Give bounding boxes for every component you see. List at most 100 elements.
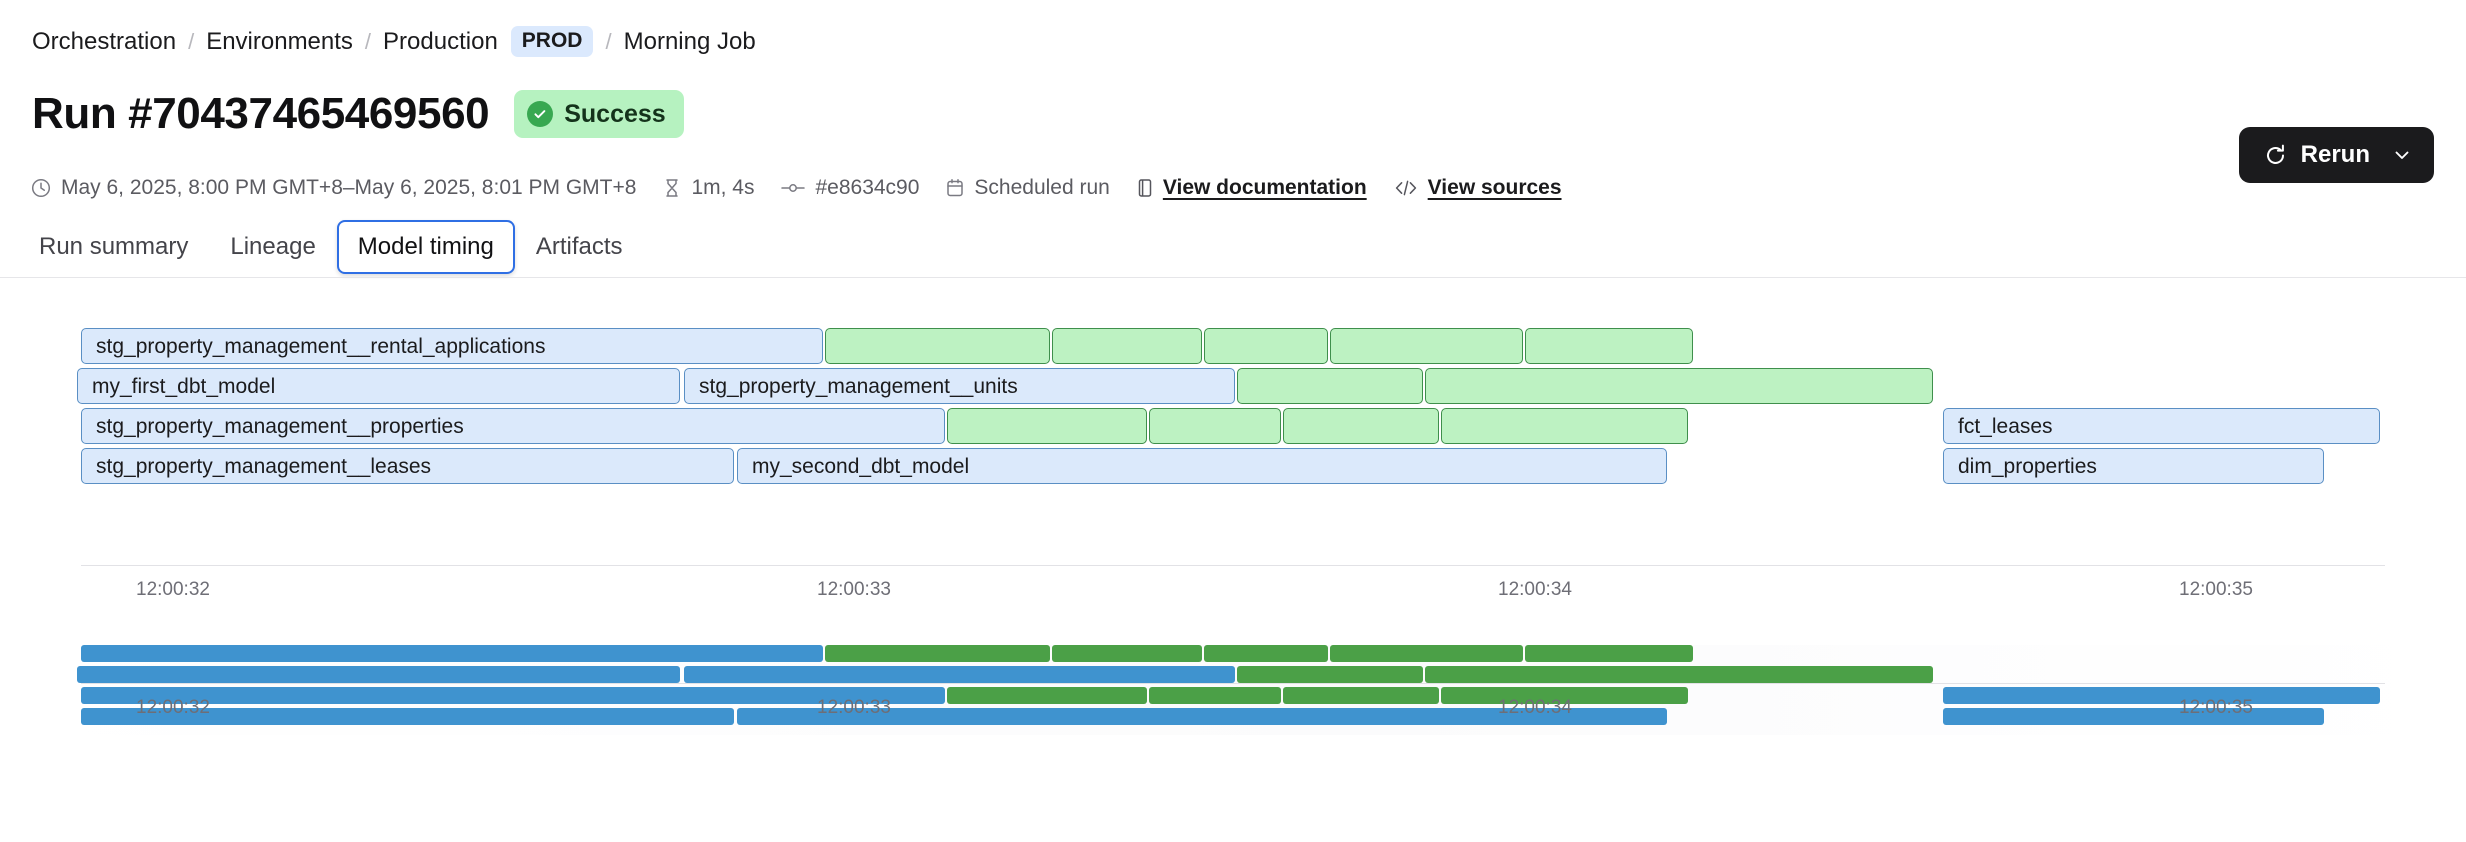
minimap-bar-test[interactable]: [1237, 666, 1423, 683]
axis-tick-label: 12:00:34: [1498, 697, 1572, 718]
view-sources-link[interactable]: View sources: [1427, 176, 1562, 199]
axis-tick-label: 12:00:32: [136, 697, 210, 718]
gantt-bar-test[interactable]: [825, 328, 1050, 364]
gantt-bar-model[interactable]: stg_property_management__properties: [81, 408, 945, 444]
gantt-lane: my_first_dbt_model stg_property_managemen…: [0, 368, 2466, 404]
minimap-bar-model[interactable]: [1943, 708, 2324, 725]
gantt-lane: stg_property_management__rental_applicat…: [0, 328, 2466, 364]
chevron-down-icon[interactable]: [2392, 145, 2412, 165]
breadcrumb-item-environments[interactable]: Environments: [206, 27, 353, 55]
meta-commit-text: #e8634c90: [815, 176, 920, 199]
minimap-bar-test[interactable]: [1149, 687, 1281, 704]
breadcrumb-separator: /: [364, 28, 372, 54]
minimap-bar-model[interactable]: [1943, 687, 2380, 704]
tab-lineage[interactable]: Lineage: [230, 233, 316, 260]
breadcrumb-separator: /: [605, 28, 612, 54]
gantt-bar-model[interactable]: stg_property_management__units: [684, 368, 1235, 404]
calendar-icon: [945, 177, 965, 199]
page-title: Run #70437465469560: [32, 89, 490, 138]
minimap-bar-model[interactable]: [81, 708, 734, 725]
breadcrumb-separator: /: [188, 28, 195, 54]
gantt-bar-model[interactable]: my_first_dbt_model: [77, 368, 680, 404]
breadcrumb: Orchestration / Environments / Productio…: [32, 26, 756, 58]
gantt-bar-test[interactable]: [1525, 328, 1693, 364]
rerun-button[interactable]: Rerun: [2238, 127, 2434, 183]
meta-duration: 1m, 4s: [662, 176, 754, 200]
gantt-bar-test[interactable]: [1052, 328, 1202, 364]
gantt-bar-test[interactable]: [1237, 368, 1423, 404]
gantt-bar-model[interactable]: my_second_dbt_model: [737, 448, 1667, 484]
breadcrumb-item-orchestration[interactable]: Orchestration: [32, 27, 177, 55]
gantt-lane: stg_property_management__leases my_second…: [0, 448, 2466, 484]
meta-time-range-text: May 6, 2025, 8:00 PM GMT+8–May 6, 2025, …: [61, 176, 637, 199]
gantt-bar-model[interactable]: stg_property_management__rental_applicat…: [81, 328, 823, 364]
meta-documentation[interactable]: View documentation: [1136, 176, 1367, 200]
minimap-bar-model[interactable]: [77, 666, 680, 683]
meta-commit: #e8634c90: [780, 176, 919, 200]
minimap-bar-test[interactable]: [947, 687, 1147, 704]
gantt-bar-test[interactable]: [1441, 408, 1688, 444]
axis-tick-label: 12:00:34: [1498, 579, 1572, 600]
axis-tick-label: 12:00:32: [136, 579, 210, 600]
minimap-bar-test[interactable]: [1525, 645, 1693, 662]
axis-line: [81, 683, 2385, 684]
axis-tick-label: 12:00:35: [2179, 579, 2253, 600]
gantt-bar-model[interactable]: stg_property_management__leases: [81, 448, 734, 484]
gantt-bar-label: stg_property_management__units: [699, 374, 1018, 398]
minimap-bar-model[interactable]: [81, 687, 945, 704]
model-timing-gantt: stg_property_management__rental_applicat…: [0, 295, 2466, 595]
gantt-bar-label: stg_property_management__properties: [96, 414, 464, 438]
minimap-lane: [0, 708, 2466, 725]
meta-trigger: Scheduled run: [945, 176, 1110, 200]
title-row: Run #70437465469560 Success: [32, 90, 684, 138]
minimap-bar-model[interactable]: [684, 666, 1235, 683]
minimap-bar-test[interactable]: [1330, 645, 1523, 662]
minimap-bar-test[interactable]: [1204, 645, 1328, 662]
breadcrumb-item-morning-job: Morning Job: [623, 27, 756, 55]
gantt-bar-model[interactable]: dim_properties: [1943, 448, 2324, 484]
tab-bar-divider: [0, 277, 2466, 278]
gantt-bar-label: stg_property_management__leases: [96, 454, 432, 478]
view-documentation-link[interactable]: View documentation: [1162, 176, 1367, 199]
gantt-bar-test[interactable]: [1330, 328, 1523, 364]
minimap-lane: [0, 666, 2466, 683]
axis-tick-label: 12:00:33: [817, 579, 891, 600]
minimap-bar-test[interactable]: [825, 645, 1050, 662]
tab-artifacts[interactable]: Artifacts: [535, 233, 623, 260]
minimap-lane: [0, 645, 2466, 662]
meta-sources[interactable]: View sources: [1393, 176, 1562, 200]
minimap-bar-test[interactable]: [1441, 687, 1688, 704]
environment-badge-prod: PROD: [510, 26, 594, 58]
gantt-bar-test[interactable]: [1204, 328, 1328, 364]
gantt-bar-test[interactable]: [1149, 408, 1281, 444]
meta-duration-text: 1m, 4s: [691, 176, 755, 199]
book-icon: [1136, 177, 1154, 199]
gantt-axis: 12:00:32 12:00:33 12:00:34 12:00:35: [0, 565, 2466, 605]
run-metadata: May 6, 2025, 8:00 PM GMT+8–May 6, 2025, …: [30, 176, 1562, 200]
check-circle-icon: [527, 101, 554, 127]
tab-model-timing[interactable]: Model timing: [336, 220, 515, 274]
minimap-bar-test[interactable]: [1283, 687, 1439, 704]
minimap-bar-test[interactable]: [1052, 645, 1202, 662]
rerun-label: Rerun: [2300, 141, 2370, 168]
git-commit-icon: [780, 177, 806, 199]
gantt-bar-test[interactable]: [947, 408, 1147, 444]
status-badge: Success: [514, 90, 684, 138]
tab-run-summary[interactable]: Run summary: [39, 233, 189, 260]
gantt-bar-test[interactable]: [1425, 368, 1933, 404]
minimap-bar-model[interactable]: [737, 708, 1667, 725]
gantt-bar-test[interactable]: [1283, 408, 1439, 444]
tab-bar: Run summary Lineage Model timing Artifac…: [18, 218, 644, 276]
gantt-bar-label: fct_leases: [1958, 414, 2053, 438]
model-timing-minimap[interactable]: [0, 645, 2466, 735]
gantt-bar-label: my_second_dbt_model: [752, 454, 970, 478]
minimap-bar-model[interactable]: [81, 645, 823, 662]
breadcrumb-item-production[interactable]: Production: [383, 27, 498, 55]
gantt-bar-label: dim_properties: [1958, 454, 2097, 478]
gantt-lane: stg_property_management__properties fct_l…: [0, 408, 2466, 444]
meta-trigger-text: Scheduled run: [974, 176, 1110, 199]
gantt-bar-model[interactable]: fct_leases: [1943, 408, 2380, 444]
minimap-bar-test[interactable]: [1425, 666, 1933, 683]
status-label: Success: [564, 99, 666, 128]
